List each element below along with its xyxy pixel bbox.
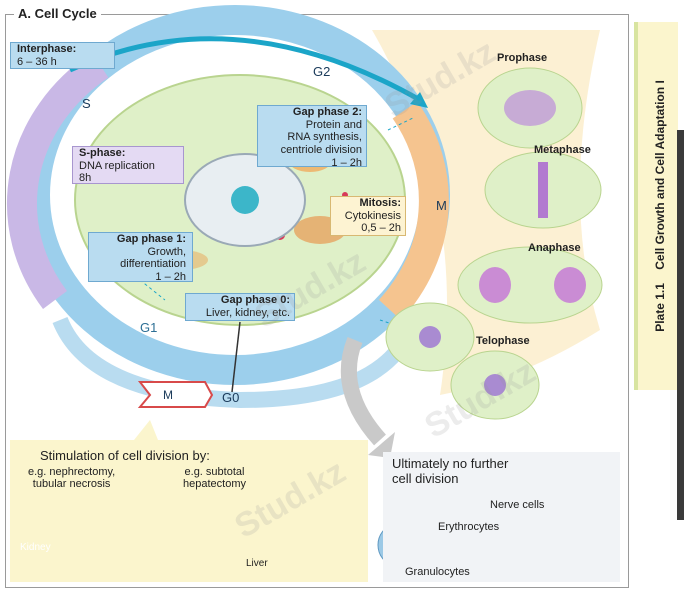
metaphase-cell bbox=[484, 151, 602, 229]
interphase-duration: 6 – 36 h bbox=[17, 55, 57, 68]
stimulation-title: Stimulation of cell division by: bbox=[40, 448, 210, 463]
anaphase-label: Anaphase bbox=[528, 242, 581, 254]
liver-label: Liver bbox=[246, 558, 268, 569]
stim-pointer bbox=[130, 420, 160, 445]
arrow-head bbox=[410, 92, 428, 108]
connector bbox=[387, 116, 416, 131]
gap2-duration: 1 – 2h bbox=[331, 156, 362, 169]
plate-side-tab: Plate 1.1 Cell Growth and Cell Adaptatio… bbox=[634, 22, 678, 390]
gap2-line3: centriole division bbox=[280, 143, 362, 156]
gap2-line1: Protein and bbox=[305, 118, 362, 131]
prophase-label: Prophase bbox=[497, 52, 548, 64]
terminal-title-line2: cell division bbox=[392, 470, 459, 486]
kidney-label: Kidney bbox=[20, 542, 51, 553]
mitosis-desc: Cytokinesis bbox=[344, 209, 401, 222]
terminal-title-line1: Ultimately no further bbox=[392, 456, 509, 471]
nerve-cells-label: Nerve cells bbox=[490, 499, 545, 511]
panel-frame bbox=[5, 14, 629, 588]
nucleolus bbox=[231, 186, 259, 214]
g0-label: G0 bbox=[222, 390, 240, 405]
gap1-line2: differentiation bbox=[120, 258, 186, 271]
s-phase-duration: 8h bbox=[79, 172, 92, 185]
example1-line2: tubular necrosis bbox=[32, 478, 111, 491]
plate-number: Plate 1.1 bbox=[653, 283, 667, 332]
s-phase-title: S-phase: bbox=[79, 147, 126, 159]
prophase-cell bbox=[477, 67, 583, 149]
interphase-title: Interphase: bbox=[17, 43, 77, 55]
g0-ring bbox=[52, 316, 418, 409]
example2-line1: e.g. subtotal bbox=[184, 466, 245, 478]
s-phase-box: S-phase: DNA replication 8h bbox=[72, 146, 184, 184]
s-phase-arc bbox=[6, 52, 109, 310]
telophase-label: Telophase bbox=[476, 335, 530, 347]
telophase-cells bbox=[385, 302, 540, 420]
plate-title: Cell Growth and Cell Adaptation I bbox=[653, 80, 667, 270]
gap0-title: Gap phase 0: bbox=[220, 294, 290, 306]
erythrocytes-label: Erythrocytes bbox=[438, 521, 500, 533]
mitosis-title: Mitosis: bbox=[359, 197, 401, 209]
stimulation-example-2: e.g. subtotal hepatectomy bbox=[183, 466, 246, 490]
gap2-title: Gap phase 2: bbox=[292, 106, 362, 118]
gap1-line1: Growth, bbox=[147, 245, 186, 258]
gap1-duration: 1 – 2h bbox=[155, 270, 186, 283]
gap0-box: Gap phase 0: Liver, kidney, etc. bbox=[185, 293, 295, 321]
g0-pointer bbox=[231, 321, 241, 393]
gap1-title: Gap phase 1: bbox=[116, 233, 186, 245]
gap2-line2: RNA synthesis, bbox=[287, 131, 362, 144]
m-label: M bbox=[436, 198, 447, 213]
panel-title: A. Cell Cycle bbox=[14, 6, 101, 21]
connector bbox=[139, 279, 166, 301]
example1-line1: e.g. nephrectomy, bbox=[28, 466, 116, 478]
mitosis-arc bbox=[378, 101, 449, 321]
side-tab-text: Plate 1.1 Cell Growth and Cell Adaptatio… bbox=[653, 80, 667, 332]
g2-label: G2 bbox=[313, 64, 331, 79]
mitosis-duration: 0,5 – 2h bbox=[361, 222, 401, 235]
anaphase-cell bbox=[457, 246, 603, 324]
side-bar bbox=[677, 130, 684, 520]
metaphase-label: Metaphase bbox=[534, 144, 591, 156]
terminal-arrow-head bbox=[368, 432, 395, 458]
s-phase-desc: DNA replication bbox=[79, 159, 155, 172]
gap2-box: Gap phase 2: Protein and RNA synthesis, … bbox=[257, 105, 367, 169]
terminal-title: Ultimately no further cell division bbox=[392, 456, 509, 487]
g1-label: G1 bbox=[140, 320, 158, 335]
terminal-differentiation-box bbox=[383, 452, 620, 582]
s-label: S bbox=[82, 96, 91, 111]
stimulation-example-1: e.g. nephrectomy, tubular necrosis bbox=[28, 466, 115, 490]
gap1-box: Gap phase 1: Growth, differentiation 1 –… bbox=[88, 232, 193, 283]
mitosis-box: Mitosis: Cytokinesis 0,5 – 2h bbox=[330, 196, 406, 236]
example2-line2: hepatectomy bbox=[183, 478, 246, 491]
interphase-box: Interphase: 6 – 36 h bbox=[10, 42, 115, 69]
m-small-label: M bbox=[163, 388, 173, 402]
m-arrow bbox=[137, 381, 214, 408]
gap0-desc: Liver, kidney, etc. bbox=[205, 306, 290, 319]
granulocytes-label: Granulocytes bbox=[405, 566, 470, 578]
terminal-arrow bbox=[340, 337, 387, 446]
stimulation-box bbox=[10, 440, 368, 582]
